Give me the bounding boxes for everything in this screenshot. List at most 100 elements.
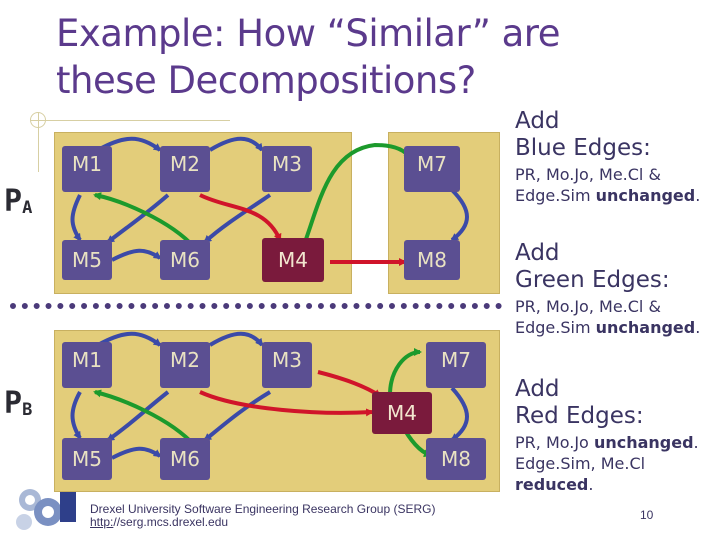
module-a-m6: M6 [160, 240, 210, 280]
note-blue-body-2c: . [695, 186, 701, 205]
module-b-m1: M1 [62, 342, 112, 388]
module-a-m7: M7 [404, 146, 460, 192]
edge-b-blue-m1-m2 [97, 331, 162, 347]
note-red-body-3b: . [588, 475, 594, 494]
note-red-body-1a: PR, Mo.Jo [515, 433, 594, 452]
edge-b-blue-m1-m5 [70, 391, 82, 440]
footer-url-rest[interactable]: //serg.mcs.drexel.edu [113, 515, 229, 529]
note-red-body-2: Edge.Sim, Me.Cl [515, 454, 646, 473]
module-b-m6-label: M6 [170, 447, 200, 471]
module-a-m7-label: M7 [417, 152, 447, 176]
note-blue-body-1: PR, Mo.Jo, Me.Cl & [515, 165, 661, 184]
edge-a-blue-m2-m5 [106, 193, 170, 244]
partition-a-label: PA [4, 184, 32, 219]
partition-b-label: PB [4, 386, 32, 421]
partition-separator [10, 303, 502, 317]
edge-b-green-m4-m7 [388, 348, 422, 396]
vertical-divider [38, 112, 39, 172]
note-green-heading-2: Green Edges: [515, 267, 670, 293]
note-green-body-2a: Edge.Sim [515, 318, 596, 337]
edge-a-blue-m7-m8 [450, 188, 469, 242]
edge-b-red-m3-m4 [317, 370, 382, 398]
module-a-m5: M5 [62, 240, 112, 280]
note-blue-body: PR, Mo.Jo, Me.Cl & Edge.Sim unchanged. [515, 164, 720, 206]
module-a-m3-label: M3 [272, 152, 302, 176]
note-red-body: PR, Mo.Jo unchanged. Edge.Sim, Me.Cl reduc… [515, 432, 720, 495]
edge-b-blue-m2-m5 [106, 390, 170, 442]
slide-title: Example: How “Similar” are these Decompo… [56, 10, 560, 104]
edge-b-red-m2-m4 [199, 390, 374, 417]
module-b-m3: M3 [262, 342, 312, 388]
module-a-m6-label: M6 [170, 248, 200, 272]
note-red-heading-2: Red Edges: [515, 403, 644, 429]
module-b-m3-label: M3 [272, 348, 302, 372]
module-a-m4-label: M4 [278, 248, 308, 272]
module-b-m6: M6 [160, 438, 210, 480]
module-a-m4: M4 [262, 238, 324, 282]
partition-a-letter: P [4, 184, 23, 219]
edge-a-red-m2-m4 [199, 193, 282, 242]
note-red-body-1b: unchanged [593, 433, 694, 452]
note-green-body-1: PR, Mo.Jo, Me.Cl & [515, 297, 661, 316]
note-green-body-2b: unchanged [595, 318, 696, 337]
note-green-body: PR, Mo.Jo, Me.Cl & Edge.Sim unchanged. [515, 296, 720, 338]
edge-a-blue-m3-m6 [203, 193, 272, 244]
edge-b-blue-m3-m6 [203, 390, 272, 442]
note-green-heading-1: Add [515, 240, 560, 266]
module-b-m7-label: M7 [441, 348, 471, 372]
module-a-m2: M2 [160, 146, 210, 192]
partition-b-sub: B [22, 400, 33, 420]
partition-b-letter: P [4, 386, 23, 421]
note-blue-heading-1: Add [515, 108, 560, 134]
module-b-m2: M2 [160, 342, 210, 388]
note-red-body-3a: reduced [515, 475, 589, 494]
edge-b-blue-m2-m3 [208, 331, 264, 347]
note-blue-body-2b: unchanged [595, 186, 696, 205]
footer-url-prefix[interactable]: http: [90, 515, 114, 529]
module-b-m8-label: M8 [441, 447, 471, 471]
module-a-m2-label: M2 [170, 152, 200, 176]
edge-a-green-m6-m1 [93, 192, 197, 250]
edge-b-blue-m7-m8 [450, 386, 469, 442]
module-a-m1-label: M1 [72, 152, 102, 176]
page-number: 10 [640, 508, 654, 522]
partition-a-sub: A [22, 198, 33, 218]
module-a-m1: M1 [62, 146, 112, 192]
edge-b-green-m6-m1 [93, 389, 197, 448]
title-line-1: Example: How “Similar” are [56, 12, 560, 55]
module-b-m4: M4 [372, 392, 432, 434]
footer: Drexel University Software Engineering R… [90, 503, 435, 529]
module-b-m4-label: M4 [387, 401, 417, 425]
note-green-body-2c: . [695, 318, 701, 337]
footer-group: Drexel University Software Engineering R… [90, 502, 436, 516]
edge-a-blue-m2-m3 [208, 136, 264, 152]
footer-url[interactable]: http://serg.mcs.drexel.edu [90, 516, 435, 529]
edge-a-blue-m1-m5 [70, 194, 82, 242]
module-b-m7: M7 [426, 342, 486, 388]
serg-logo-icon [16, 489, 76, 530]
edge-a-blue-m5-m6 [111, 248, 162, 262]
note-blue-body-2a: Edge.Sim [515, 186, 596, 205]
title-divider [30, 120, 230, 121]
module-a-m8: M8 [404, 240, 460, 280]
edge-b-blue-m5-m6 [111, 446, 162, 460]
note-blue-heading-2: Blue Edges: [515, 135, 651, 161]
module-b-m8: M8 [426, 438, 486, 480]
title-line-2: these Decompositions? [56, 59, 476, 102]
note-red-body-1c: . [693, 433, 699, 452]
edge-a-green-m4-m7 [303, 142, 412, 243]
module-b-m5-label: M5 [72, 447, 102, 471]
module-a-m8-label: M8 [417, 248, 447, 272]
module-a-m5-label: M5 [72, 248, 102, 272]
note-red-heading-1: Add [515, 376, 560, 402]
module-b-m2-label: M2 [170, 348, 200, 372]
module-b-m5: M5 [62, 438, 112, 480]
module-a-m3: M3 [262, 146, 312, 192]
module-b-m1-label: M1 [72, 348, 102, 372]
